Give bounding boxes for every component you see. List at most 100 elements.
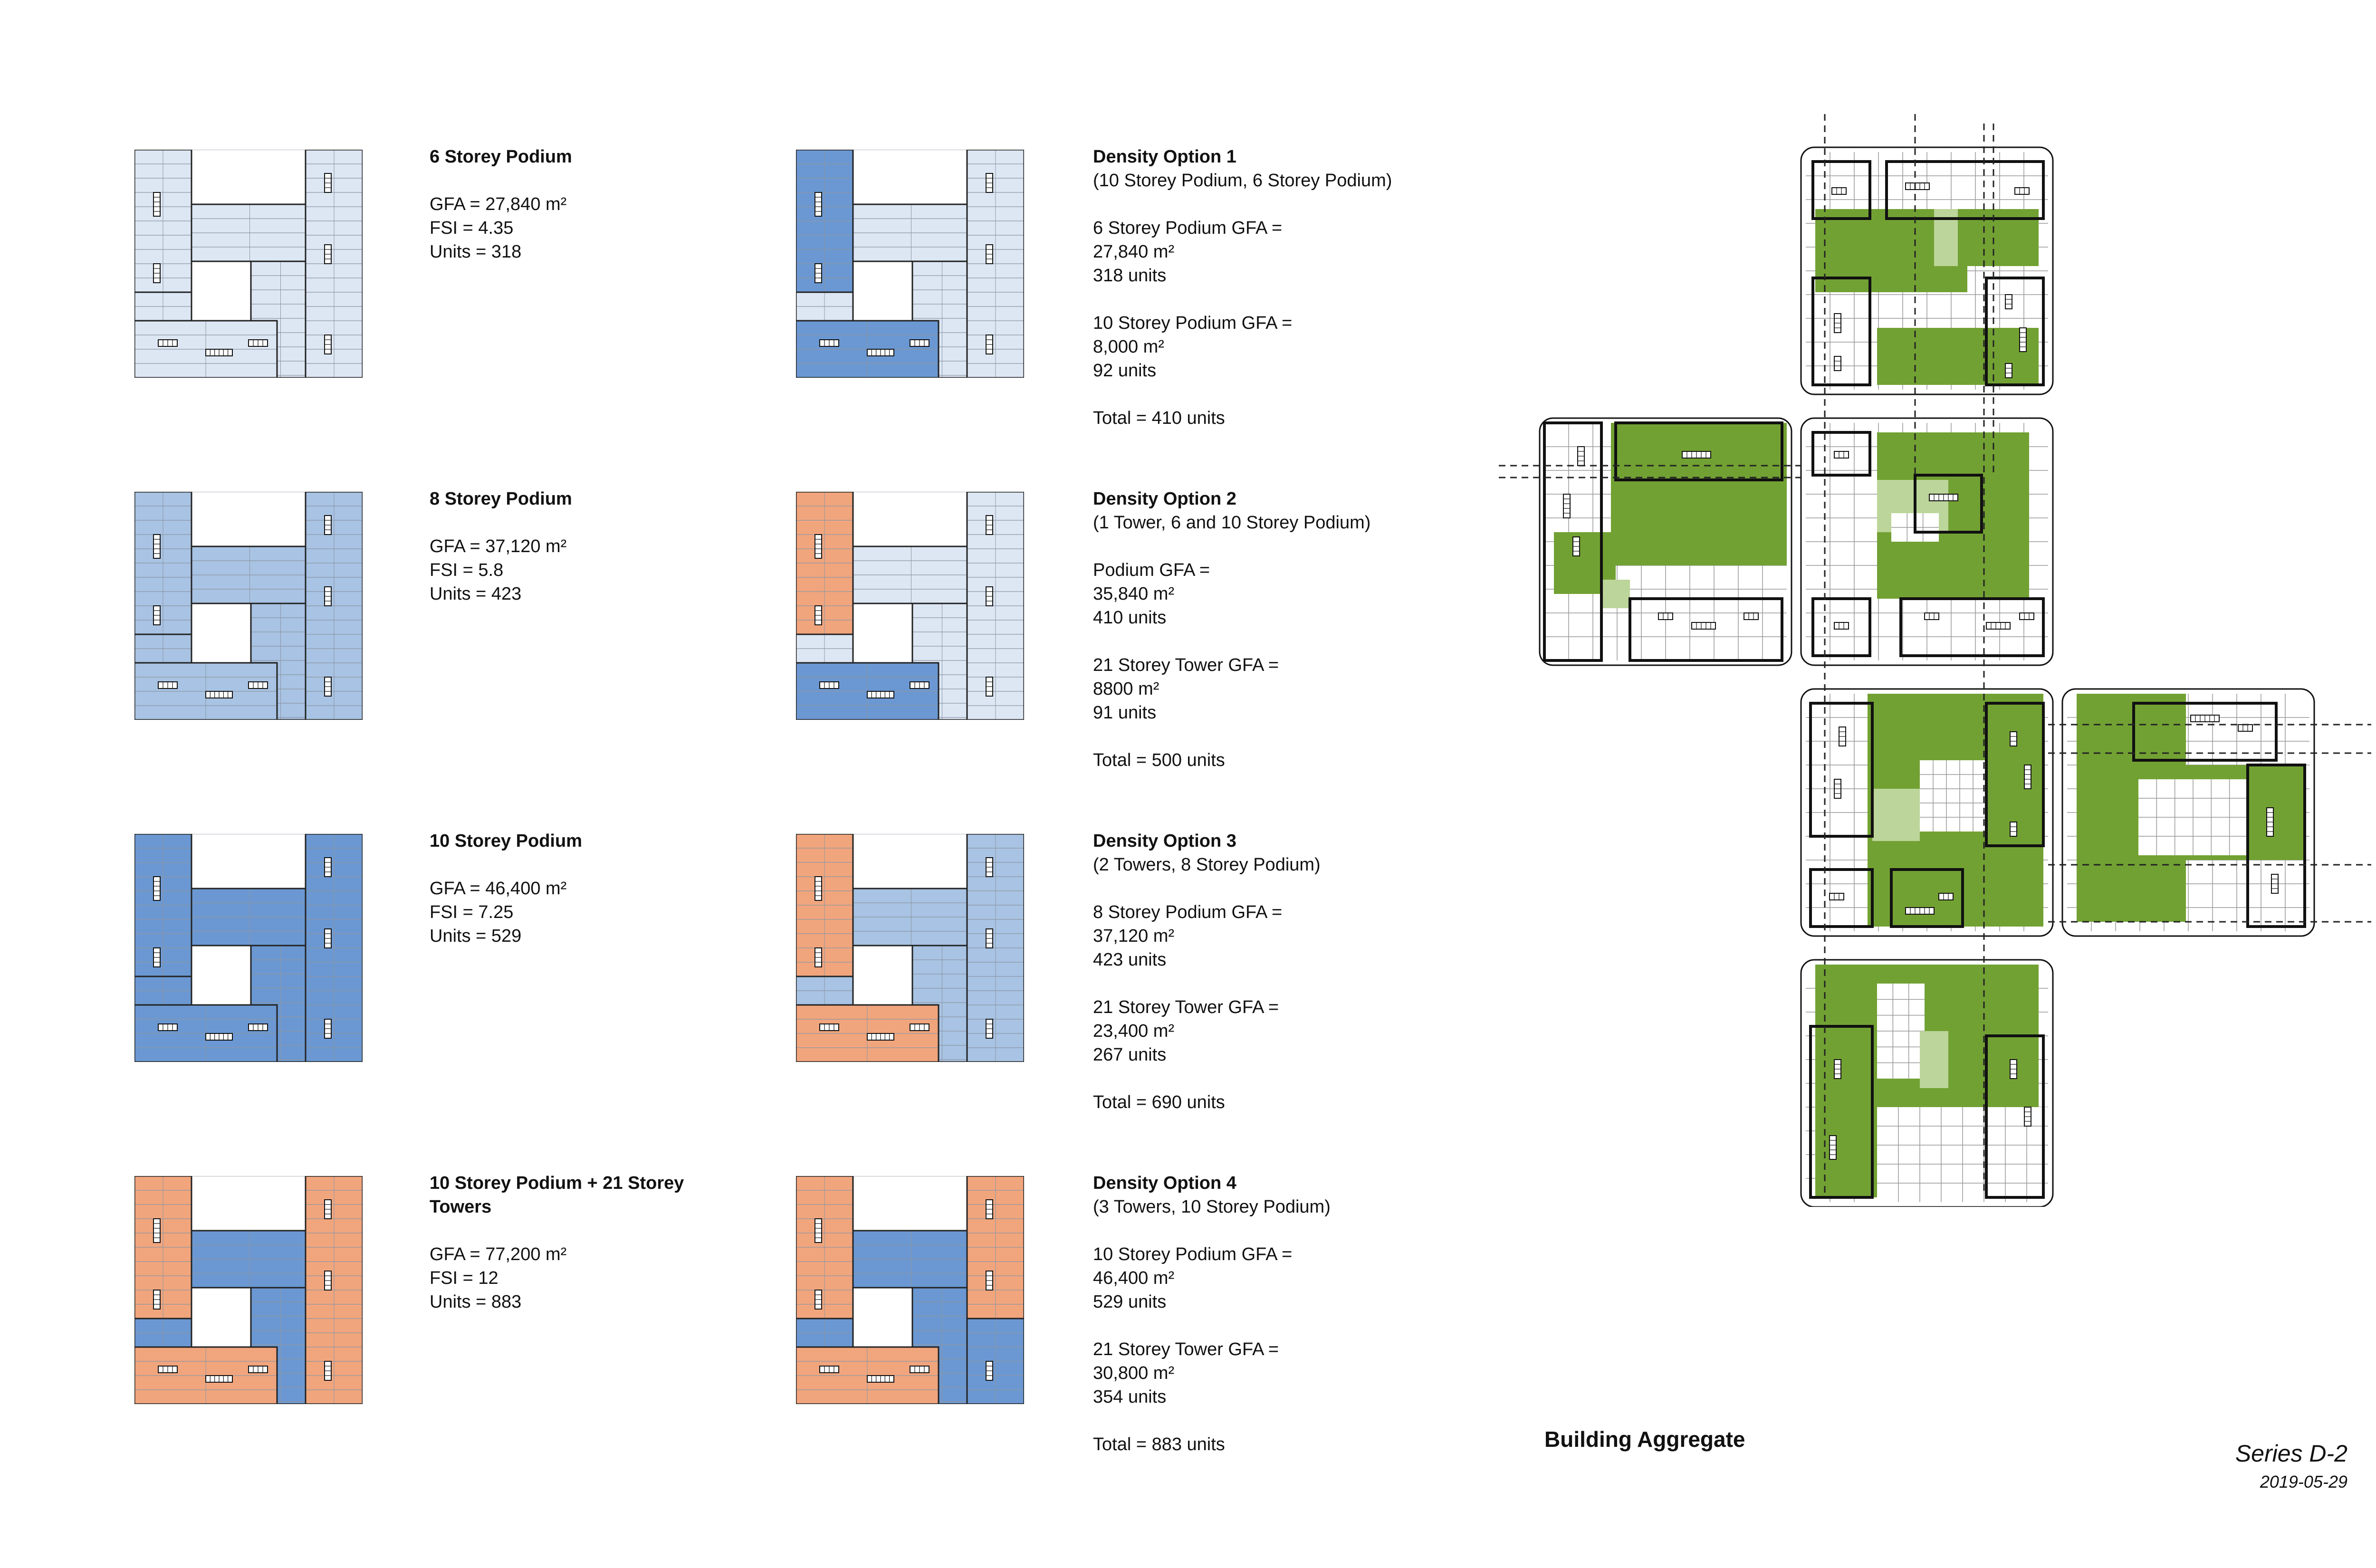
core-icon xyxy=(1938,893,1954,900)
right-wing xyxy=(305,834,363,1062)
option-line xyxy=(1093,1314,1331,1338)
lot-west xyxy=(1539,417,1792,666)
plan-density-option-3 xyxy=(796,834,1024,1062)
block-outline xyxy=(796,662,939,720)
plan-svg xyxy=(134,150,363,378)
core-icon xyxy=(153,1218,161,1243)
option-line: FSI = 4.35 xyxy=(430,218,514,238)
aggregate-svg xyxy=(1487,114,2371,1208)
option-line: 10 Storey Podium GFA = xyxy=(1093,1244,1293,1264)
plan-8-storey-podium xyxy=(134,492,363,720)
option-line: FSI = 5.8 xyxy=(430,560,504,580)
path-light xyxy=(1601,580,1630,608)
right-wing-upper xyxy=(966,1176,1024,1319)
block-fill xyxy=(1601,580,1630,608)
option-line xyxy=(1093,192,1392,216)
right-wing xyxy=(305,150,363,378)
building-outline xyxy=(1811,431,1871,477)
option-line: Total = 690 units xyxy=(1093,1092,1225,1112)
core-icon xyxy=(153,534,161,559)
right-wing xyxy=(305,492,363,720)
option-line xyxy=(430,169,572,192)
option-line xyxy=(1093,287,1392,311)
plaza xyxy=(2138,779,2248,855)
core-icon xyxy=(1905,182,1930,190)
building-outline xyxy=(2246,764,2306,928)
building-outline xyxy=(1811,277,1871,386)
option-line: 318 units xyxy=(1093,266,1167,286)
plaza xyxy=(1920,760,1986,832)
option-line: GFA = 46,400 m² xyxy=(430,879,567,899)
block-outline xyxy=(134,1004,278,1062)
left-link xyxy=(134,633,192,664)
lot-south-center xyxy=(1800,688,2054,937)
plan-svg xyxy=(796,834,1024,1062)
option-line xyxy=(1093,725,1370,748)
option-line: 91 units xyxy=(1093,703,1157,723)
building-outline xyxy=(1811,597,1871,657)
courtyard-green xyxy=(1877,328,2039,385)
path-light xyxy=(1872,789,1920,841)
option-line xyxy=(1093,630,1370,653)
core-icon xyxy=(2005,294,2012,309)
right-wing-lower xyxy=(966,1318,1024,1404)
building-outline xyxy=(1809,868,1874,928)
block-outline xyxy=(796,1318,854,1348)
building-outline xyxy=(1890,868,1964,928)
path-light xyxy=(1920,1031,1948,1088)
building-outline xyxy=(1811,160,1871,220)
option-line: 8800 m² xyxy=(1093,679,1159,699)
option-line: 10 Storey Podium GFA = xyxy=(1093,313,1293,333)
block-outline xyxy=(796,975,854,1006)
connector-bar xyxy=(188,1230,311,1289)
block-fill xyxy=(1877,328,2039,385)
caption-density-option-1: Density Option 1(10 Storey Podium, 6 Sto… xyxy=(1093,145,1392,430)
core-icon xyxy=(1834,451,1849,459)
option-line xyxy=(1093,877,1321,900)
plan-10-storey-podium xyxy=(134,834,363,1062)
option-line: Units = 423 xyxy=(430,584,522,604)
option-line: 354 units xyxy=(1093,1387,1167,1407)
left-wing xyxy=(134,150,192,293)
option-line: Units = 318 xyxy=(430,242,522,262)
left-wing xyxy=(134,492,192,635)
option-title: 6 Storey Podium xyxy=(430,147,572,167)
plan-density-option-1 xyxy=(796,150,1024,378)
option-line xyxy=(430,853,582,877)
option-line: 267 units xyxy=(1093,1045,1167,1065)
core-icon xyxy=(814,1218,822,1243)
connector-bar xyxy=(850,545,973,604)
option-line: 21 Storey Tower GFA = xyxy=(1093,655,1279,675)
core-icon xyxy=(814,192,822,217)
core-icon xyxy=(2019,327,2027,352)
block-outline xyxy=(134,291,192,322)
series-date: 2019-05-29 xyxy=(2260,1472,2347,1492)
option-line: (2 Towers, 8 Storey Podium) xyxy=(1093,855,1321,875)
core-icon xyxy=(1834,622,1849,630)
lot-center xyxy=(1800,417,2054,666)
building-outline xyxy=(1614,421,1783,481)
option-line xyxy=(1093,535,1370,558)
option-line: (3 Towers, 10 Storey Podium) xyxy=(1093,1197,1331,1217)
option-title: Density Option 2 xyxy=(1093,489,1236,509)
block-fill xyxy=(1920,1031,1948,1088)
option-title-line2: Towers xyxy=(430,1197,492,1217)
core-icon xyxy=(2005,363,2012,378)
option-title: 10 Storey Podium xyxy=(430,831,582,851)
building-outline xyxy=(1809,702,1874,838)
plan-6-storey-podium xyxy=(134,150,363,378)
core-icon xyxy=(2010,731,2017,746)
option-line: 529 units xyxy=(1093,1292,1167,1312)
connector-bar xyxy=(850,1230,973,1289)
option-line: Total = 500 units xyxy=(1093,750,1225,770)
block-outline xyxy=(134,975,192,1006)
option-line: 21 Storey Tower GFA = xyxy=(1093,1339,1279,1359)
option-line: 8,000 m² xyxy=(1093,337,1164,357)
plaza xyxy=(1877,1107,2048,1202)
core-icon xyxy=(2014,187,2030,195)
option-line: 35,840 m² xyxy=(1093,584,1175,604)
right-wing xyxy=(305,1176,363,1404)
option-line: 21 Storey Tower GFA = xyxy=(1093,997,1279,1017)
